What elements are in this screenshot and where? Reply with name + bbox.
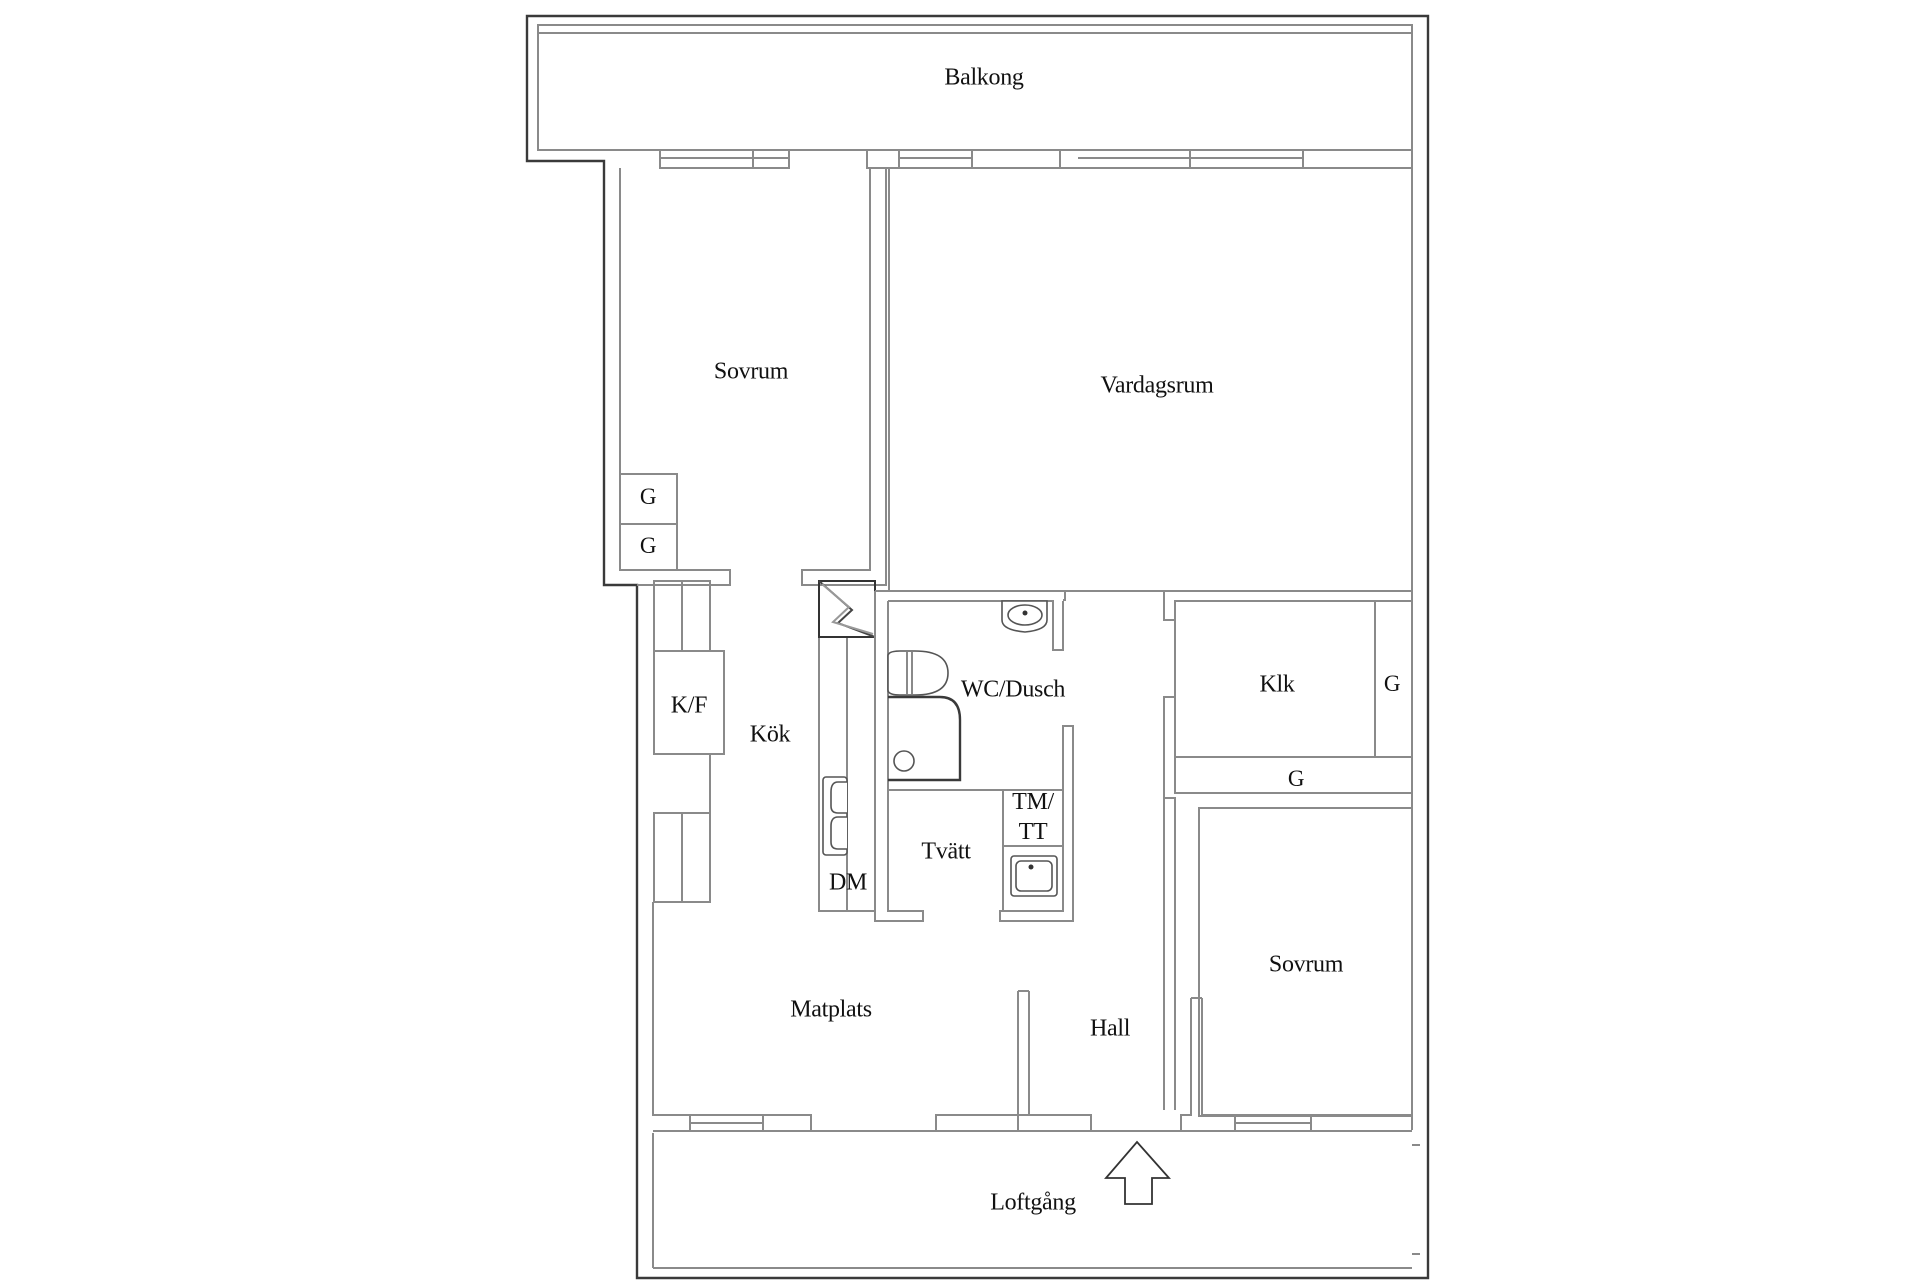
wardrobe-label: G — [639, 484, 657, 509]
room-label-kitchen: Kök — [749, 721, 791, 748]
room-label-bathroom: WC/Dusch — [960, 676, 1066, 703]
washer-dryer-label: TM/ TT — [1012, 787, 1054, 847]
room-label-laundry: Tvätt — [921, 838, 971, 865]
room-label-dining-area: Matplats — [790, 996, 872, 1023]
room-label-balcony: Balkong — [944, 64, 1024, 91]
washer-dryer-line-2: TT — [1018, 819, 1048, 845]
entrance-arrow-icon — [1104, 1140, 1172, 1205]
lower-walls — [652, 902, 1420, 1255]
washer-dryer-line-1: TM/ — [1012, 789, 1054, 815]
room-label-gallery: Loftgång — [990, 1189, 1076, 1216]
wardrobe-label: G — [1287, 766, 1305, 791]
dishwasher-label: DM — [828, 869, 868, 896]
bedroom-1-walls — [619, 168, 887, 586]
bathroom-walls — [874, 590, 1074, 922]
balcony-windows — [659, 149, 1304, 169]
room-label-hall: Hall — [1089, 1015, 1131, 1042]
room-label-bedroom-1: Sovrum — [713, 358, 789, 385]
room-label-walk-in-closet: Klk — [1259, 671, 1295, 698]
fridge-freezer-label: K/F — [670, 692, 708, 719]
room-label-living-room: Vardagsrum — [1100, 372, 1214, 399]
outer-walls — [525, 14, 1430, 1280]
wardrobe-label: G — [1383, 671, 1401, 696]
kitchen-fittings — [653, 580, 876, 912]
wardrobe-label: G — [639, 533, 657, 558]
room-label-bedroom-2: Sovrum — [1268, 951, 1344, 978]
